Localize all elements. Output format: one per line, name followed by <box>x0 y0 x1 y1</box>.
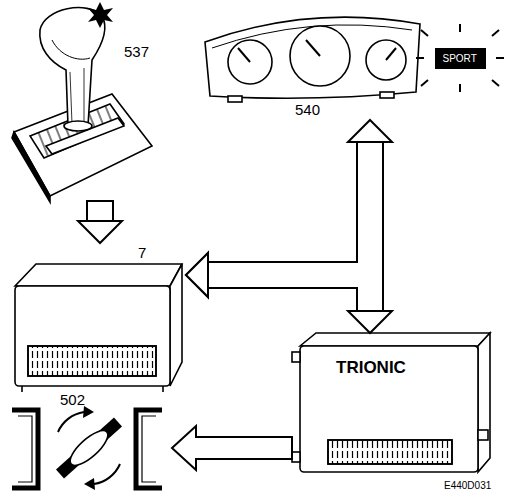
signal-arrow <box>172 426 292 470</box>
instrument-cluster <box>386 48 396 60</box>
gear-selector <box>52 40 90 59</box>
callout-number: 7 <box>138 245 146 262</box>
sport-button-mark <box>88 2 113 28</box>
arrow-head <box>186 253 208 297</box>
gear-selector <box>70 68 84 124</box>
selector-knob <box>40 8 105 126</box>
converter-lockup-symbol <box>84 478 95 490</box>
module-connector <box>28 346 156 376</box>
converter-lockup-symbol <box>12 406 162 490</box>
trionic-module <box>328 440 452 464</box>
cluster-housing <box>205 17 420 98</box>
trionic-module: TRIONIC <box>300 333 490 473</box>
arrow-head <box>348 311 392 333</box>
control-module <box>21 386 23 392</box>
arrow-head <box>348 120 392 142</box>
lamp-rays <box>416 57 424 59</box>
lamp-rays <box>496 57 504 59</box>
converter-lockup-symbol <box>18 416 32 482</box>
trionic-module <box>292 333 490 472</box>
lamp-rays <box>459 24 461 32</box>
lamp-rays <box>492 30 499 36</box>
module-top <box>15 264 182 286</box>
gate-slot <box>46 118 124 154</box>
connector-outline <box>208 275 370 311</box>
module-connector <box>328 440 452 464</box>
control-module <box>28 346 156 376</box>
lamp-rays <box>492 80 499 86</box>
rotation-arrow <box>58 412 84 432</box>
gauge <box>228 40 272 84</box>
control-module <box>162 386 164 392</box>
arrow-head <box>78 221 122 243</box>
control-module <box>15 264 182 392</box>
instrument-cluster <box>306 40 320 56</box>
arrow-head <box>186 253 208 297</box>
figure-code: E440D031 <box>444 480 491 491</box>
connector-body <box>208 275 370 311</box>
mounting-flange <box>292 452 300 462</box>
disc <box>65 425 113 470</box>
instrument-cluster <box>205 17 420 102</box>
module-side <box>478 333 490 472</box>
callout-number: 502 <box>60 392 85 409</box>
callout-number: 537 <box>124 44 149 61</box>
rotation-arrow <box>94 464 120 484</box>
mounting-flange <box>292 352 300 362</box>
connector-outline <box>208 142 370 275</box>
mounting-tab <box>228 96 242 102</box>
shaft <box>60 422 118 474</box>
mounting-tab <box>380 92 394 98</box>
connector-body <box>208 142 370 275</box>
lamp-rays <box>421 80 428 86</box>
lamp-rays <box>416 24 504 92</box>
lamp-rays <box>459 84 461 92</box>
gauge <box>366 40 406 80</box>
module-name: TRIONIC <box>336 359 406 378</box>
control-module: 7 502 <box>8 243 186 410</box>
lamp-rays <box>421 30 428 36</box>
bracket <box>136 410 162 488</box>
module-side <box>170 264 182 386</box>
instrument-cluster: 540 <box>200 8 425 120</box>
gear-selector: 537 <box>10 0 160 200</box>
module-top <box>300 333 490 346</box>
speedometer <box>290 26 350 86</box>
converter-lockup-symbol <box>142 416 156 482</box>
connector-body <box>88 202 112 221</box>
module-front <box>15 286 170 386</box>
gear-selector <box>12 2 152 202</box>
sport-indicator: SPORT <box>435 48 486 69</box>
module-front <box>300 346 478 472</box>
instrument-cluster <box>238 48 250 62</box>
lever-boot <box>64 121 92 131</box>
bracket <box>12 410 38 488</box>
indicator-text: SPORT <box>443 53 477 64</box>
mounting-flange <box>478 430 488 440</box>
callout-number: 540 <box>295 102 320 119</box>
connector-outline <box>86 200 114 221</box>
